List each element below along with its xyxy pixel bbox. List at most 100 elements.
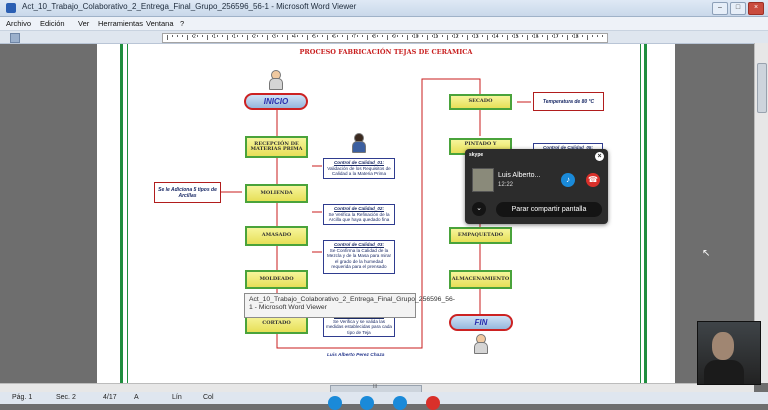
menu-archivo[interactable]: Archivo <box>6 19 32 28</box>
ruler-tick <box>292 35 293 37</box>
ruler-tick <box>207 35 208 40</box>
end-terminal: FIN <box>449 314 513 331</box>
ruler-tick <box>262 35 263 37</box>
status-lin: Lín <box>172 394 182 401</box>
ruler-tick <box>597 35 598 37</box>
ruler-tick <box>322 35 323 37</box>
ruler-tick <box>217 35 218 37</box>
maximize-button[interactable]: □ <box>730 2 746 15</box>
vertical-scroll-thumb[interactable] <box>757 63 767 113</box>
ruler-tick <box>432 35 433 37</box>
status-page: Pág. 1 <box>12 394 33 401</box>
ruler-tick <box>587 35 588 40</box>
ruler-tick <box>552 35 553 37</box>
document-title: PROCESO FABRICACIÓN TEJAS DE CERAMICA <box>299 48 473 56</box>
note-arcillas: Se le Adiciona 5 tipos de Arcillas <box>154 182 221 203</box>
ruler-tick <box>482 35 483 37</box>
ruler-number: 17 <box>553 34 559 40</box>
word-viewer-icon <box>6 3 16 13</box>
ruler-tick <box>312 35 313 37</box>
ruler-tick <box>242 35 243 37</box>
page-border-left <box>120 44 123 384</box>
ruler-tick <box>487 35 488 40</box>
ruler-number: 10 <box>413 34 419 40</box>
ruler-tick <box>437 35 438 37</box>
menu-ventana[interactable]: Ventana <box>146 19 174 28</box>
share-toolbar-video-icon[interactable] <box>360 396 374 410</box>
worker-avatar-bottom <box>473 334 488 354</box>
ruler-number: 15 <box>513 34 519 40</box>
menu-bar: Archivo Edición Ver Herramientas Ventana… <box>0 17 768 31</box>
ruler-tick <box>442 35 443 37</box>
minimize-button[interactable]: – <box>712 2 728 15</box>
quality-check-02: Control de Calidad_02:Se Verifica la Ref… <box>323 204 395 225</box>
presenter-body <box>704 360 744 384</box>
ruler-tick <box>472 35 473 37</box>
microphone-button[interactable]: ♪ <box>561 173 575 187</box>
ruler-tick <box>287 35 288 40</box>
ruler-tick <box>357 35 358 37</box>
ruler-tick <box>377 35 378 37</box>
status-section: Sec. 2 <box>56 394 76 401</box>
step-molienda: MOLIENDA <box>245 184 308 203</box>
ruler-tick <box>277 35 278 37</box>
ruler-tick <box>592 35 593 37</box>
ruler-number: 13 <box>473 34 479 40</box>
status-at: A <box>134 394 139 401</box>
ruler-tick <box>227 35 228 40</box>
ruler-tick <box>237 35 238 37</box>
menu-herramientas[interactable]: Herramientas <box>98 19 144 28</box>
ruler-tick <box>347 35 348 40</box>
ruler-tick <box>172 35 173 37</box>
skype-close-icon[interactable]: × <box>595 152 604 161</box>
menu-edicion[interactable]: Edición <box>40 19 65 28</box>
ruler-tick <box>547 35 548 40</box>
ruler-tick <box>562 35 563 37</box>
ruler-tick <box>362 35 363 37</box>
ruler-tick <box>297 35 298 37</box>
ruler-tick <box>367 35 368 40</box>
share-toolbar-mic-icon[interactable] <box>328 396 342 410</box>
ruler-tick <box>302 35 303 37</box>
ruler-tick <box>232 35 233 37</box>
share-toolbar-add-icon[interactable] <box>393 396 407 410</box>
ruler-number: 11 <box>433 34 439 40</box>
ruler-tick <box>422 35 423 37</box>
ruler-tick <box>477 35 478 37</box>
share-toolbar-hangup-icon[interactable] <box>426 396 440 410</box>
mouse-cursor-icon: ↖ <box>702 248 711 259</box>
ruler-tick <box>327 35 328 40</box>
ruler-number: 8 <box>373 34 376 40</box>
ruler-number: 7 <box>353 34 356 40</box>
note-temperatura: Temperatura de 80 °C <box>533 92 604 111</box>
ruler-tick <box>202 35 203 37</box>
ruler-tick <box>167 35 168 40</box>
toolbar-icon[interactable] <box>10 33 20 43</box>
vertical-scrollbar[interactable] <box>754 43 768 383</box>
status-pages: 4/17 <box>103 394 117 401</box>
ruler-tick <box>247 35 248 40</box>
chevron-down-icon[interactable]: ⌄ <box>472 202 486 216</box>
hangup-button[interactable]: ☎ <box>586 173 600 187</box>
ruler-tick <box>317 35 318 37</box>
page-border-right-inner <box>640 44 641 384</box>
page-border-right <box>644 44 647 384</box>
ruler-tick <box>282 35 283 37</box>
ruler-tick <box>577 35 578 37</box>
skype-call-panel: skype × Luis Alberto... 12:22 ♪ ☎ ⌄ Para… <box>465 149 608 224</box>
status-col: Col <box>203 394 214 401</box>
close-button[interactable]: × <box>748 2 764 15</box>
ruler-tick <box>452 35 453 37</box>
ruler-tick <box>307 35 308 40</box>
stop-sharing-button[interactable]: Parar compartir pantalla <box>496 202 602 217</box>
menu-help[interactable]: ? <box>180 19 185 28</box>
menu-ver[interactable]: Ver <box>78 19 90 28</box>
ruler-tick <box>407 35 408 40</box>
ruler-number: 6 <box>333 34 336 40</box>
ruler-tick <box>412 35 413 37</box>
step-amasado: AMASADO <box>245 226 308 246</box>
ruler-tick <box>542 35 543 37</box>
ruler-tick <box>417 35 418 37</box>
scroll-grip-label: III <box>373 384 378 390</box>
